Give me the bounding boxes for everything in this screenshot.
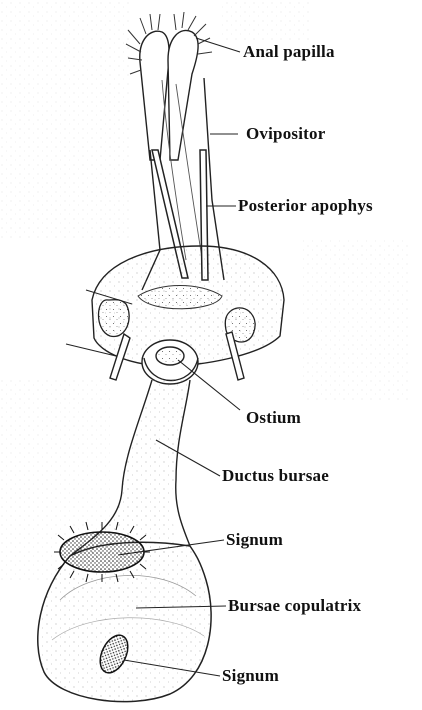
label-ductus-bursae: Ductus bursae (222, 466, 329, 486)
label-signum-upper: Signum (226, 530, 283, 550)
label-signum-lower: Signum (222, 666, 279, 686)
anal-papilla-lobes (140, 30, 198, 160)
label-anal-papilla: Anal papilla (243, 42, 335, 62)
ostium-structure (142, 340, 198, 384)
label-ostium: Ostium (246, 408, 301, 428)
label-ovipositor: Ovipositor (246, 124, 325, 144)
label-posterior-apophysis: Posterior apophys (238, 196, 373, 216)
label-bursae-copulatrix: Bursae copulatrix (228, 596, 361, 616)
